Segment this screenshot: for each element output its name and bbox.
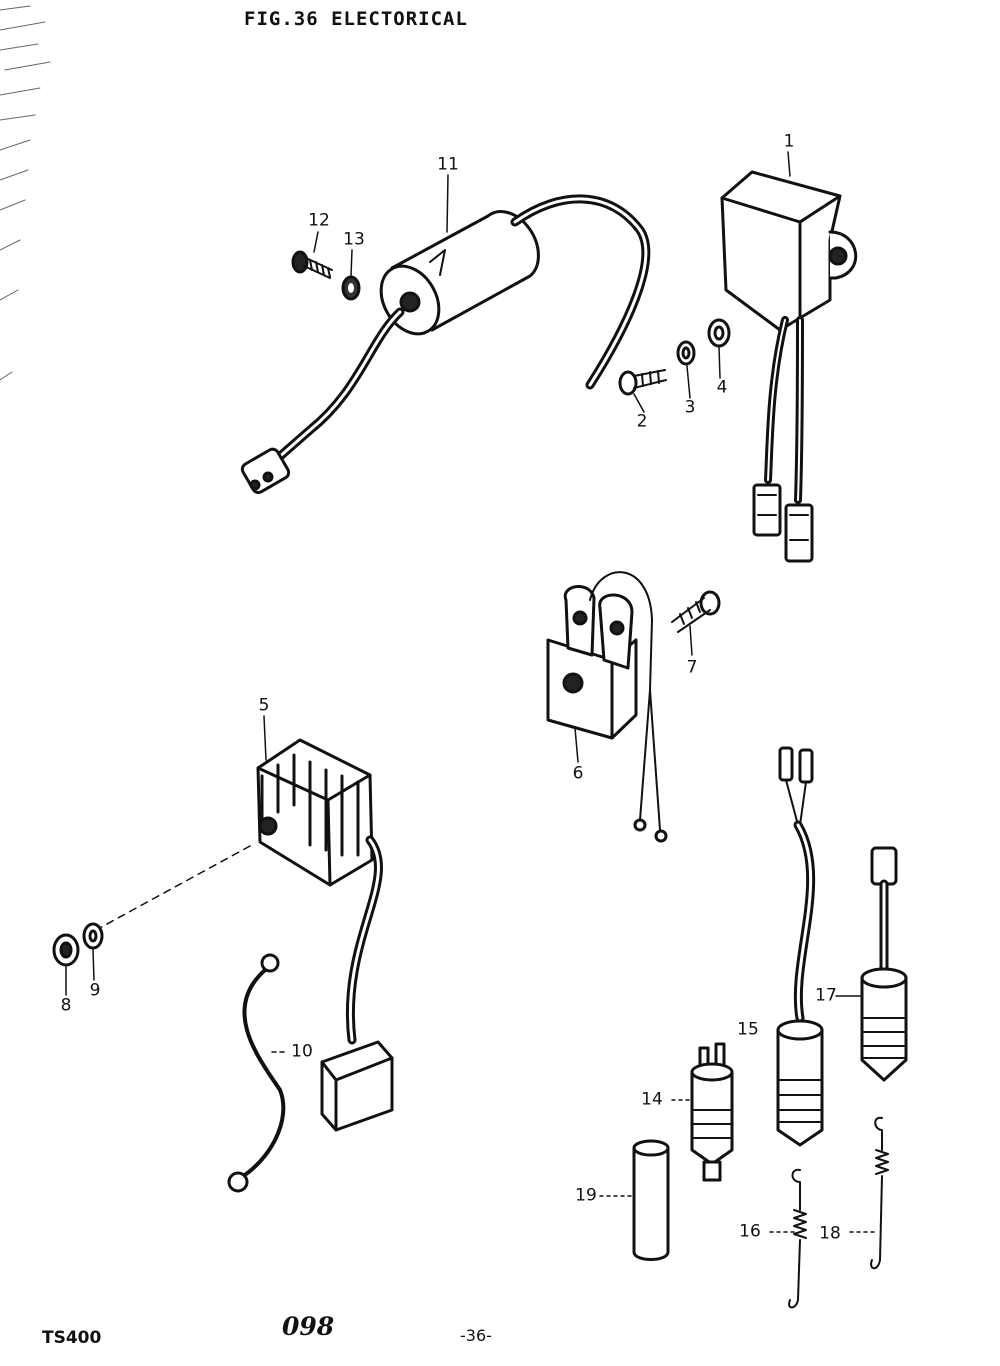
callout-9: 9 xyxy=(89,980,101,1001)
part-1-cdi-unit xyxy=(720,170,858,563)
callout-18: 18 xyxy=(819,1223,841,1244)
model-label: TS400 xyxy=(42,1328,102,1348)
part-14-switch xyxy=(690,1042,734,1182)
scan-noise xyxy=(0,5,51,381)
callout-17: 17 xyxy=(815,985,837,1006)
part-5-rectifier xyxy=(256,738,394,1132)
callout-2: 2 xyxy=(636,411,648,432)
part-4-nut xyxy=(707,318,731,348)
callout-5: 5 xyxy=(258,695,270,716)
part-9-washer xyxy=(82,922,104,950)
callout-4: 4 xyxy=(716,377,728,398)
part-10-ground-wire xyxy=(227,953,286,1193)
callout-13: 13 xyxy=(343,229,365,250)
callout-12: 12 xyxy=(308,210,330,231)
callout-3: 3 xyxy=(684,397,696,418)
part-6-relay-unit xyxy=(546,571,668,843)
figure-title: FIG.36 ELECTORICAL xyxy=(244,8,468,30)
part-17-switch xyxy=(860,846,908,1082)
callout-16: 16 xyxy=(739,1221,761,1242)
part-18-spring xyxy=(870,1116,889,1270)
callout-7: 7 xyxy=(686,657,698,678)
page-number: -36- xyxy=(460,1326,492,1345)
part-11-ignition-coil xyxy=(240,194,651,495)
part-19-sleeve xyxy=(632,1139,670,1261)
leader-lines xyxy=(65,151,879,1233)
part-2-bolt xyxy=(618,369,667,396)
part-12-bolt xyxy=(291,250,333,279)
callout-15: 15 xyxy=(737,1019,759,1040)
callout-10: 10 xyxy=(291,1041,313,1062)
callout-14: 14 xyxy=(641,1089,663,1110)
callout-6: 6 xyxy=(572,763,584,784)
part-13-washer xyxy=(341,275,361,301)
part-15-switch xyxy=(776,746,824,1147)
part-7-screw xyxy=(671,590,721,633)
part-8-nut xyxy=(52,933,80,967)
part-16-spring xyxy=(788,1168,807,1309)
callout-11: 11 xyxy=(437,154,459,175)
part-3-washer xyxy=(676,340,696,366)
page-stamp: 098 xyxy=(282,1312,335,1341)
callout-1: 1 xyxy=(783,131,795,152)
leader-line-9 xyxy=(95,845,251,931)
callout-8: 8 xyxy=(60,995,72,1016)
callout-19: 19 xyxy=(575,1185,597,1206)
